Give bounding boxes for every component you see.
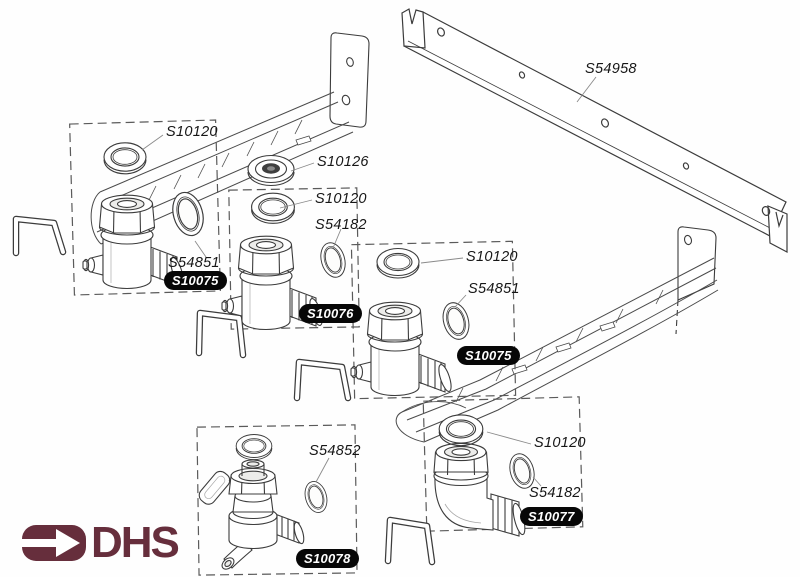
wall-bracket-s54958 bbox=[401, 8, 788, 253]
mounting-rail-lower bbox=[395, 257, 719, 443]
part-label-s10120-g2: S10120 bbox=[315, 191, 367, 207]
o-ring-s54852 bbox=[301, 478, 331, 516]
group-box-s10075-left bbox=[69, 119, 221, 296]
filter-washer-s10126 bbox=[247, 154, 295, 187]
part-label-s54182-g4: S54182 bbox=[529, 485, 581, 501]
washer bbox=[235, 434, 273, 461]
dhs-logo: DHS bbox=[22, 518, 180, 567]
part-badge-s10075-g1: S10075 bbox=[164, 271, 227, 290]
part-badge-s10078: S10078 bbox=[296, 549, 359, 568]
retaining-clip bbox=[12, 215, 67, 257]
washer-s10120 bbox=[376, 247, 420, 279]
part-label-s54851-g1: S54851 bbox=[168, 255, 220, 271]
valve-s10075-mid bbox=[350, 301, 455, 397]
wall-plate-upper bbox=[329, 32, 370, 128]
group-box-s10076 bbox=[228, 187, 360, 330]
part-badge-s10077: S10077 bbox=[520, 507, 583, 526]
dhs-logo-text: DHS bbox=[91, 518, 180, 567]
leader-lines bbox=[141, 76, 597, 487]
part-label-s54852: S54852 bbox=[309, 443, 361, 459]
dhs-arrow-icon bbox=[22, 525, 86, 561]
part-label-s54182-g2: S54182 bbox=[315, 217, 367, 233]
part-label-s10120-g3: S10120 bbox=[466, 249, 518, 265]
group-box-s10078 bbox=[196, 424, 358, 576]
wall-plate-lower bbox=[675, 226, 717, 335]
tap-valve-s10078 bbox=[195, 459, 307, 573]
part-label-s10120-g1: S10120 bbox=[166, 124, 218, 140]
mounting-rail-upper bbox=[90, 91, 354, 245]
part-label-s54851-g3: S54851 bbox=[468, 281, 520, 297]
o-ring-s54851 bbox=[167, 188, 209, 240]
group-boxes bbox=[69, 119, 584, 576]
retaining-clip bbox=[293, 358, 352, 402]
part-label-s10120-g4: S10120 bbox=[534, 435, 586, 451]
washer-s10120 bbox=[438, 414, 484, 447]
retaining-clip bbox=[384, 516, 436, 566]
o-ring-s54182 bbox=[316, 239, 350, 281]
retaining-clips bbox=[12, 215, 436, 566]
part-badge-s10076: S10076 bbox=[299, 304, 362, 323]
washer-s10120 bbox=[103, 142, 147, 175]
retaining-clip bbox=[195, 309, 247, 359]
part-label-s54958: S54958 bbox=[585, 61, 637, 77]
part-badge-s10075-g3: S10075 bbox=[457, 346, 520, 365]
washer-s10120 bbox=[251, 192, 295, 224]
part-label-s10126: S10126 bbox=[317, 154, 369, 170]
